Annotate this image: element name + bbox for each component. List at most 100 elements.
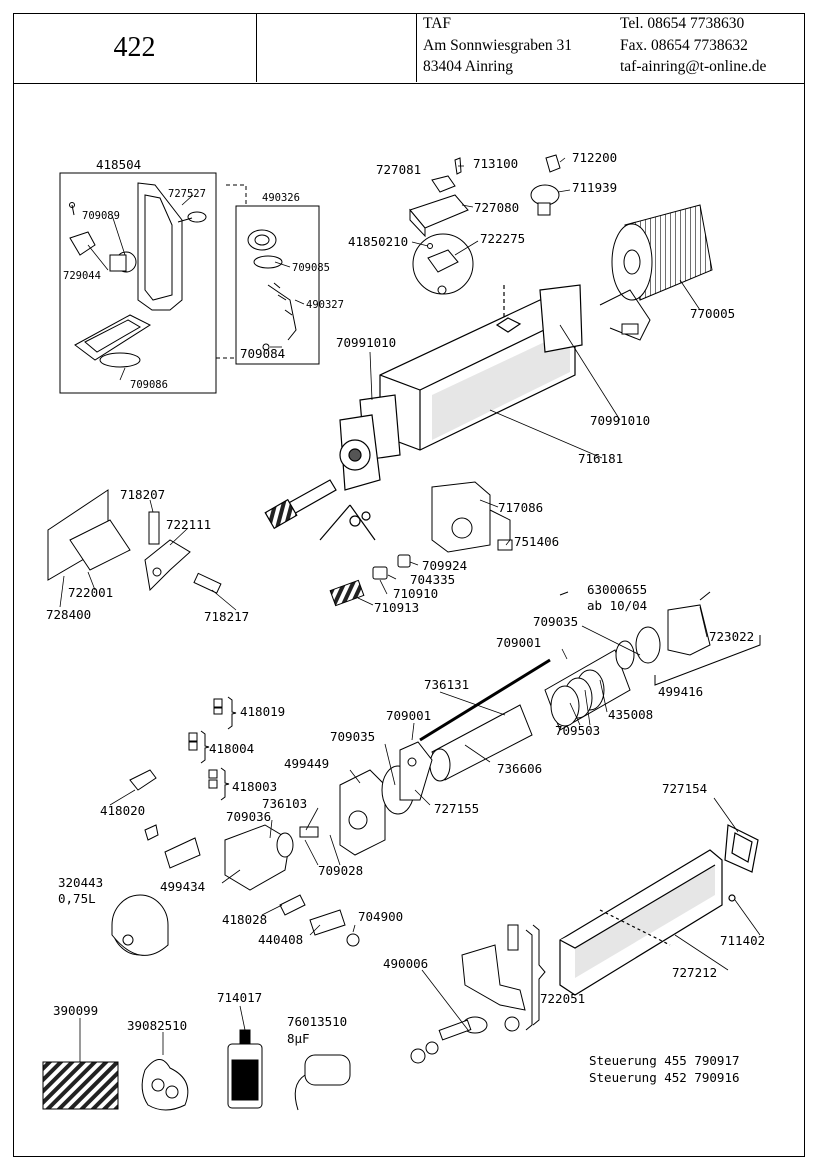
part-711939	[530, 184, 560, 206]
label-8uf: 8μF	[287, 1031, 310, 1046]
label-390099: 390099	[53, 1003, 98, 1018]
label-709924: 709924	[422, 558, 467, 573]
part-712200	[545, 154, 561, 173]
label-70991010-right: 70991010	[590, 413, 650, 428]
label-418028: 418028	[222, 912, 267, 927]
label-727081: 727081	[376, 162, 421, 177]
label-440408: 440408	[258, 932, 303, 947]
pump-320443	[111, 894, 169, 956]
label-435008: 435008	[608, 707, 653, 722]
clevis-722111	[144, 539, 191, 592]
label-41850210: 41850210	[348, 234, 408, 249]
label-490006: 490006	[383, 956, 428, 971]
label-722275: 722275	[480, 231, 525, 246]
label-710910: 710910	[393, 586, 438, 601]
label-418019: 418019	[240, 704, 285, 719]
label-418504: 418504	[96, 157, 141, 172]
label-713100: 713100	[473, 156, 518, 171]
label-718217: 718217	[204, 609, 249, 624]
group-box-418504	[59, 172, 217, 394]
label-075l: 0,75L	[58, 891, 96, 906]
label-727527: 727527	[168, 188, 206, 200]
company-street: Am Sonnwiesgraben 31	[423, 36, 572, 54]
oring-709085	[253, 255, 283, 269]
label-709086: 709086	[130, 379, 168, 391]
label-736606: 736606	[497, 761, 542, 776]
label-490326: 490326	[262, 192, 300, 204]
label-76013510: 76013510	[287, 1014, 347, 1029]
bar-722001	[69, 519, 131, 571]
label-714017: 714017	[217, 990, 262, 1005]
label-751406: 751406	[514, 534, 559, 549]
label-418004: 418004	[209, 741, 254, 756]
label-499416: 499416	[658, 684, 703, 699]
label-716181: 716181	[578, 451, 623, 466]
contact-tel: Tel. 08654 7738630	[620, 15, 745, 32]
bolt-718217	[193, 572, 222, 594]
label-722001: 722001	[68, 585, 113, 600]
accessories: OIL	[42, 1029, 351, 1111]
label-711402: 711402	[720, 933, 765, 948]
label-39082510: 39082510	[127, 1018, 187, 1033]
label-320443: 320443	[58, 875, 103, 890]
label-704335: 704335	[410, 572, 455, 587]
bracket-group	[47, 489, 222, 594]
label-709085: 709085	[292, 262, 330, 274]
label-709028: 709028	[318, 863, 363, 878]
label-63000655: 63000655	[587, 582, 647, 597]
bag-39082510	[141, 1059, 189, 1111]
label-722111: 722111	[166, 517, 211, 532]
label-499449: 499449	[284, 756, 329, 771]
piston-group	[339, 591, 761, 856]
company-name: TAF	[423, 15, 452, 32]
label-736131: 736131	[424, 677, 469, 692]
label-727155: 727155	[434, 801, 479, 816]
label-709084: 709084	[240, 346, 285, 361]
endcap-717086	[431, 481, 513, 553]
label-728400: 728400	[46, 607, 91, 622]
label-70991010-left: 70991010	[336, 335, 396, 350]
contact-fax: Fax. 08654 7738632	[620, 36, 748, 54]
label-709035-mid: 709035	[330, 729, 375, 744]
label-727154: 727154	[662, 781, 707, 796]
label-704900: 704900	[358, 909, 403, 924]
motor-770005	[599, 204, 713, 341]
steuerung-455: Steuerung 455 790917	[589, 1053, 740, 1068]
group-box-490326	[235, 205, 320, 365]
page-frame	[13, 13, 805, 1157]
part-727081	[431, 175, 456, 193]
screw-group	[329, 554, 411, 607]
label-770005: 770005	[690, 306, 735, 321]
label-727212: 727212	[672, 965, 717, 980]
oil-bottle-label: OIL	[237, 1078, 253, 1088]
group-braces	[200, 591, 569, 1026]
label-499434: 499434	[160, 879, 205, 894]
company-address: TAF Am Sonnwiesgraben 31 83404 Ainring	[423, 13, 572, 78]
cover-group	[409, 154, 561, 295]
label-709503: 709503	[555, 723, 600, 738]
label-490327: 490327	[306, 299, 344, 311]
company-contact: Tel. 08654 7738630 Fax. 08654 7738632 ta…	[620, 13, 766, 78]
label-718207: 718207	[120, 487, 165, 502]
label-709035-top: 709035	[533, 614, 578, 629]
label-710913: 710913	[374, 600, 419, 615]
label-418003: 418003	[232, 779, 277, 794]
label-729044: 729044	[63, 270, 101, 282]
header-table: 422 TAF Am Sonnwiesgraben 31 83404 Ainri…	[13, 13, 805, 84]
contact-email: taf-ainring@t-online.de	[620, 58, 767, 75]
label-711939: 711939	[572, 180, 617, 195]
cover-part	[137, 182, 183, 311]
label-709036: 709036	[226, 809, 271, 824]
label-709001-mid: 709001	[386, 708, 431, 723]
label-736103: 736103	[262, 796, 307, 811]
header-empty-cell	[256, 13, 417, 82]
capacitor-76013510	[304, 1054, 351, 1086]
mount-722051	[410, 924, 533, 1064]
leader-lines	[59, 157, 761, 1062]
housing-716181	[264, 284, 583, 541]
label-722051: 722051	[540, 991, 585, 1006]
label-712200: 712200	[572, 150, 617, 165]
label-ab-10-04: ab 10/04	[587, 598, 647, 613]
label-709001-top: 709001	[496, 635, 541, 650]
